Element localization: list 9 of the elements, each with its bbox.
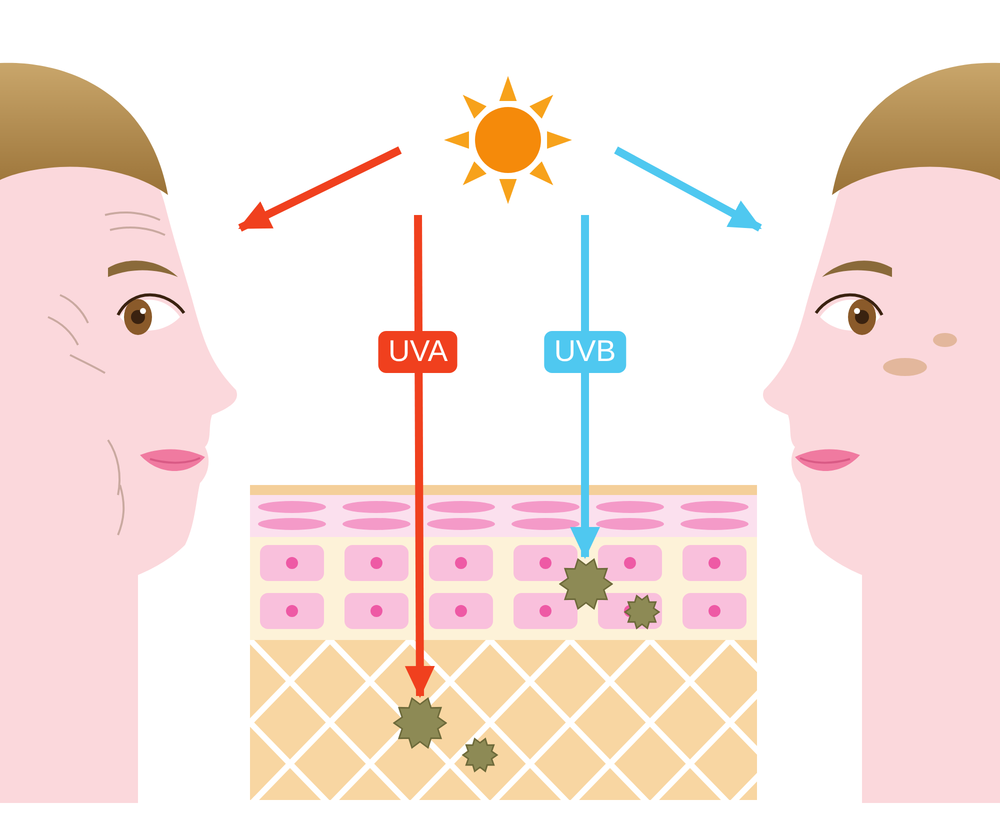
edge-label: UVB [544, 331, 626, 373]
edge-label: UVA [378, 331, 458, 373]
arrow [404, 214, 435, 698]
arrow [238, 146, 402, 232]
pigment-spot-icon [393, 696, 447, 750]
arrow [570, 215, 600, 559]
pigment-spot-icon [559, 557, 613, 611]
skin-layers-drawing [250, 485, 757, 800]
arrow [614, 146, 762, 232]
